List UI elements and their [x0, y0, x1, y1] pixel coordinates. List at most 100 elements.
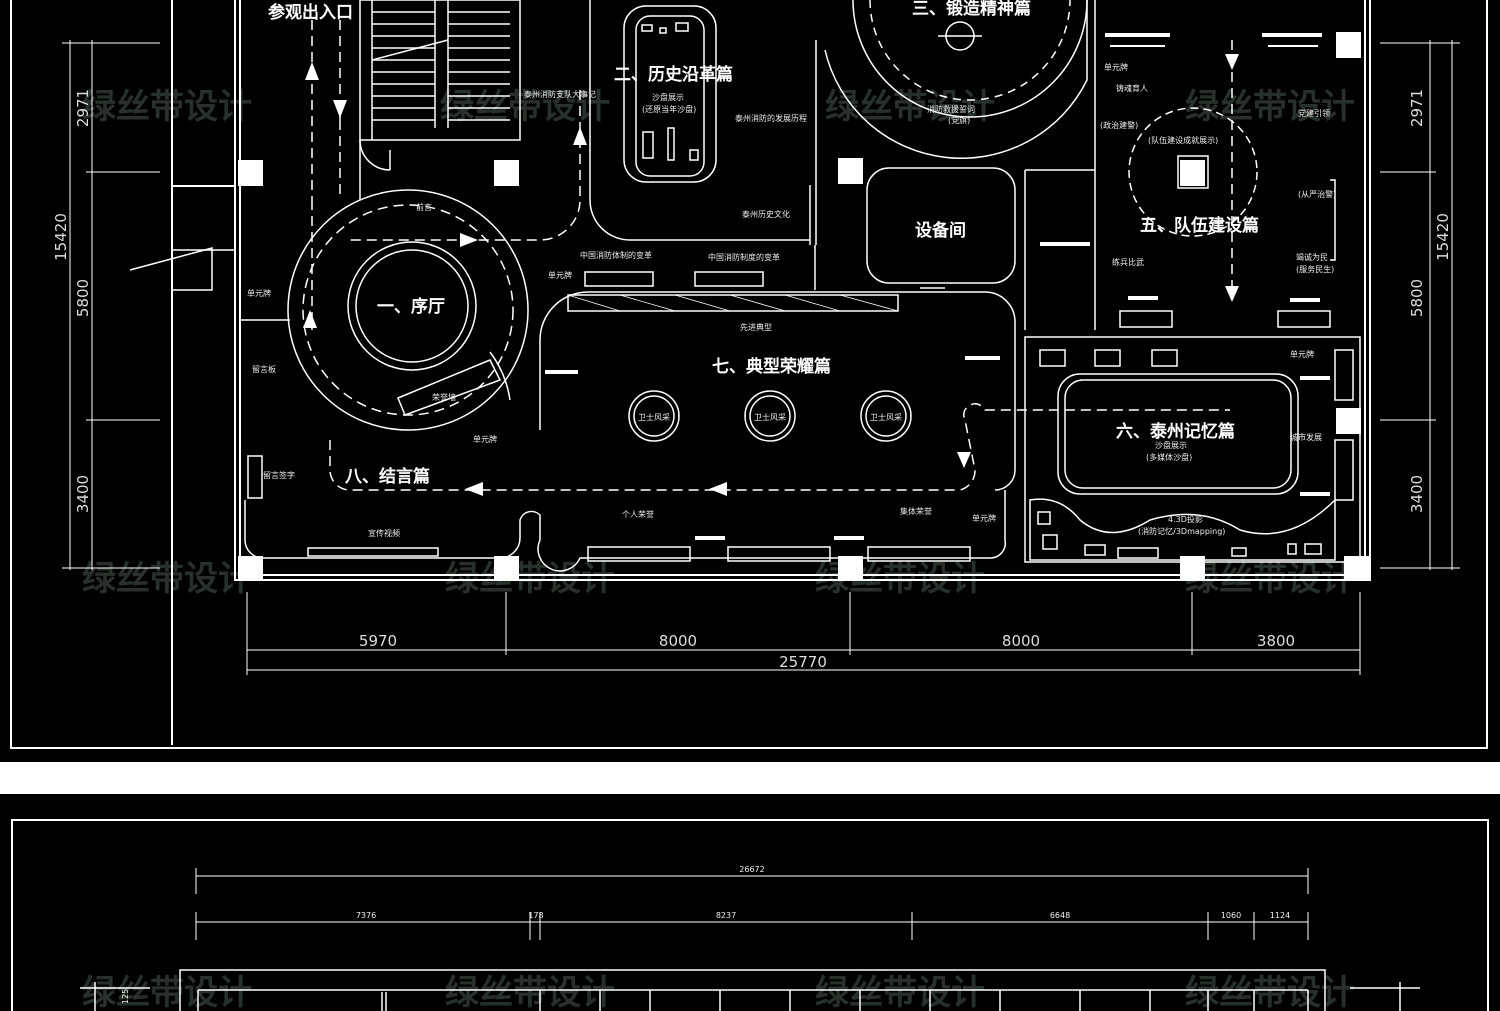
label-develop: 泰州消防的发展历程: [735, 113, 807, 123]
right-dimension-lines: [1380, 40, 1460, 570]
label-sand2-sub: (多媒体沙盘): [1146, 452, 1192, 462]
elev-dim-6: 1124: [1270, 911, 1290, 920]
elev-dim-left: 125: [121, 989, 130, 1004]
label-unit-2: 单元牌: [548, 270, 572, 280]
dim-right-3: 3400: [1408, 475, 1426, 513]
dim-bottom-4: 3800: [1257, 632, 1295, 650]
label-unit-5: 单元牌: [1104, 62, 1128, 72]
label-cultivate: 铸魂育人: [1116, 83, 1148, 93]
section-6-label: 六、泰州记忆篇: [1116, 421, 1235, 442]
label-ideology: (政治建警): [1100, 120, 1138, 130]
elev-dim-2: 178: [528, 911, 543, 920]
dim-right-total: 15420: [1434, 213, 1452, 261]
history-area: [589, 0, 817, 245]
spirit-area: [824, 0, 1088, 159]
elevation-watermarks: 绿丝带设计 绿丝带设计 绿丝带设计 绿丝带设计: [82, 973, 1355, 1011]
label-front: 前言: [416, 202, 432, 212]
label-team: (队伍建设成就展示): [1148, 135, 1218, 145]
small-labels: 单元牌 单元牌 单元牌 单元牌 单元牌 单元牌 前言 泰州消防支队大事记 沙盘展…: [247, 62, 1336, 538]
svg-text:绿丝带设计: 绿丝带设计: [82, 87, 252, 127]
label-reform: 中国消防体制的变革: [580, 250, 652, 260]
label-personal: 个人荣誉: [622, 509, 654, 519]
dim-right-1: 2971: [1408, 89, 1426, 127]
label-develop2: 中国消防制度的变革: [708, 252, 780, 262]
label-spirit-sub: (党旗): [948, 115, 970, 125]
outer-walls: [171, 0, 1371, 745]
staircase: [359, 0, 521, 200]
left-dimensions: 15420 2971 5800 3400: [52, 89, 92, 513]
left-corridor: [129, 247, 290, 420]
elev-dim-1: 7376: [356, 911, 376, 920]
label-circle-2: 卫士风采: [754, 412, 786, 422]
route-arrows: [303, 54, 1239, 496]
dim-bottom-3: 8000: [1002, 632, 1040, 650]
label-serve-sub: (服务民生): [1296, 264, 1334, 274]
dim-left-3: 3400: [74, 475, 92, 513]
label-history: 泰州历史文化: [742, 209, 790, 219]
label-sand2: 沙盘展示: [1155, 440, 1187, 450]
left-dimension-lines: [62, 40, 160, 570]
display-cases: [567, 294, 899, 312]
elevation-dimensions: 26672 7376 178 8237 6648 1060 1124 125: [121, 865, 1290, 1004]
bottom-dimension-lines: [246, 592, 1361, 675]
elevation-drawing: 绿丝带设计 绿丝带设计 绿丝带设计 绿丝带设计 26672 7376 178 8…: [0, 794, 1500, 1011]
label-typical: 先进典型: [740, 322, 772, 332]
label-collective: 集体荣誉: [900, 506, 932, 516]
section-labels: 参观出入口 一、序厅 二、历史沿革篇 三、锻造精神篇 五、队伍建设篇 六、泰州记…: [268, 0, 1259, 487]
label-hero-wall: 荣誉墙: [432, 392, 456, 402]
section-7-label: 七、典型荣耀篇: [712, 356, 831, 377]
elev-dim-5: 1060: [1221, 911, 1241, 920]
svg-text:绿丝带设计: 绿丝带设计: [82, 973, 252, 1011]
label-service: (从严治警): [1298, 189, 1336, 199]
section-8-label: 八、结言篇: [345, 466, 430, 487]
section-3-label: 三、锻造精神篇: [912, 0, 1031, 19]
svg-text:绿丝带设计: 绿丝带设计: [1185, 87, 1355, 127]
svg-text:绿丝带设计: 绿丝带设计: [82, 559, 252, 599]
label-promo: 宣传视频: [368, 528, 400, 538]
label-visit: 留言签字: [263, 470, 295, 480]
label-party: 党建引领: [1298, 108, 1330, 118]
svg-text:绿丝带设计: 绿丝带设计: [815, 973, 985, 1011]
label-events: 泰州消防支队大事记: [524, 89, 596, 99]
team-area: [1105, 33, 1336, 328]
image-separator: [0, 762, 1500, 794]
dim-left-2: 5800: [74, 279, 92, 317]
dim-left-total: 15420: [52, 213, 70, 261]
label-serve: 竭诚为民: [1296, 252, 1328, 262]
elev-dim-total: 26672: [739, 865, 764, 874]
drawing-frame: [10, 0, 1488, 749]
svg-text:绿丝带设计: 绿丝带设计: [445, 973, 615, 1011]
label-circle-3: 卫士风采: [870, 412, 902, 422]
elevation-frame: [11, 819, 1489, 1011]
section-2-label: 二、历史沿革篇: [614, 64, 733, 85]
dim-bottom-1: 5970: [359, 632, 397, 650]
label-memory: 城市发展: [1290, 432, 1322, 442]
epilogue-area: [244, 455, 1007, 572]
elevation-dimension-lines: [195, 868, 1309, 940]
lobby-rings: [287, 189, 529, 431]
bottom-dimensions: 5970 8000 8000 3800 25770: [359, 632, 1295, 671]
dim-bottom-total: 25770: [779, 653, 827, 671]
label-spirit: 消防救援誓词: [927, 104, 975, 114]
equipment-room-label: 设备间: [915, 220, 966, 241]
svg-text:绿丝带设计: 绿丝带设计: [1185, 973, 1355, 1011]
label-unit-3: 单元牌: [473, 434, 497, 444]
label-unit-1: 单元牌: [247, 288, 271, 298]
equipment-room: [866, 0, 1096, 330]
dim-left-1: 2971: [74, 89, 92, 127]
label-message: 留言板: [252, 364, 276, 374]
label-training: 练兵比武: [1112, 257, 1144, 267]
label-mapping-sub: (消防记忆/3Dmapping): [1138, 526, 1225, 536]
label-unit-4: 单元牌: [972, 513, 996, 523]
label-circle-1: 卫士风采: [638, 412, 670, 422]
label-mapping: 4.3D投影: [1168, 514, 1203, 524]
section-1-label: 一、序厅: [377, 296, 445, 317]
label-unit-6: 单元牌: [1290, 349, 1314, 359]
dim-right-2: 5800: [1408, 279, 1426, 317]
elev-dim-4: 6648: [1050, 911, 1070, 920]
right-dimensions: 15420 2971 5800 3400: [1408, 89, 1452, 513]
elev-dim-3: 8237: [716, 911, 736, 920]
label-sand-sub: (还原当年沙盘): [642, 104, 696, 114]
label-sand: 沙盘展示: [652, 92, 684, 102]
entrance-label: 参观出入口: [268, 2, 353, 23]
